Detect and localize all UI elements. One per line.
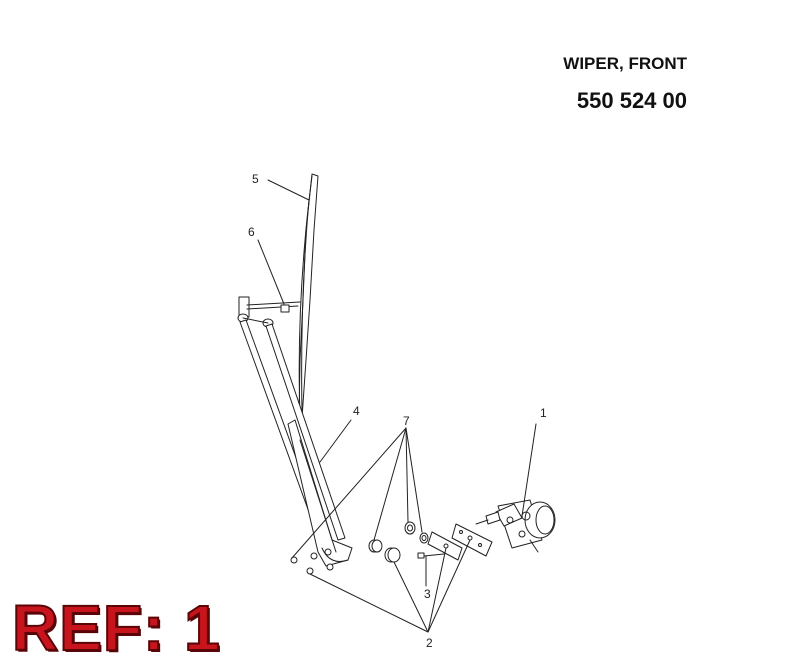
- mounting-plates: [427, 523, 493, 561]
- arm-bracket: [237, 296, 301, 328]
- diagram-title: WIPER, FRONT: [563, 54, 687, 73]
- spindle-hardware: [290, 521, 429, 575]
- bolt: [417, 552, 445, 559]
- callout-1: 1: [540, 406, 547, 420]
- callout-7: 7: [403, 414, 410, 428]
- ref-badge: REF: 1: [11, 592, 221, 664]
- wiper-blade: [298, 173, 319, 419]
- callout-6: 6: [248, 225, 255, 239]
- part-number: 550 524 00: [576, 88, 687, 113]
- callout-5: 5: [252, 172, 259, 186]
- leader-lines: [257, 179, 537, 633]
- callout-3: 3: [424, 587, 431, 601]
- callout-2: 2: [426, 636, 433, 650]
- wiper-motor: [475, 499, 556, 553]
- wiper-arm: [239, 319, 353, 567]
- callout-4: 4: [353, 404, 360, 418]
